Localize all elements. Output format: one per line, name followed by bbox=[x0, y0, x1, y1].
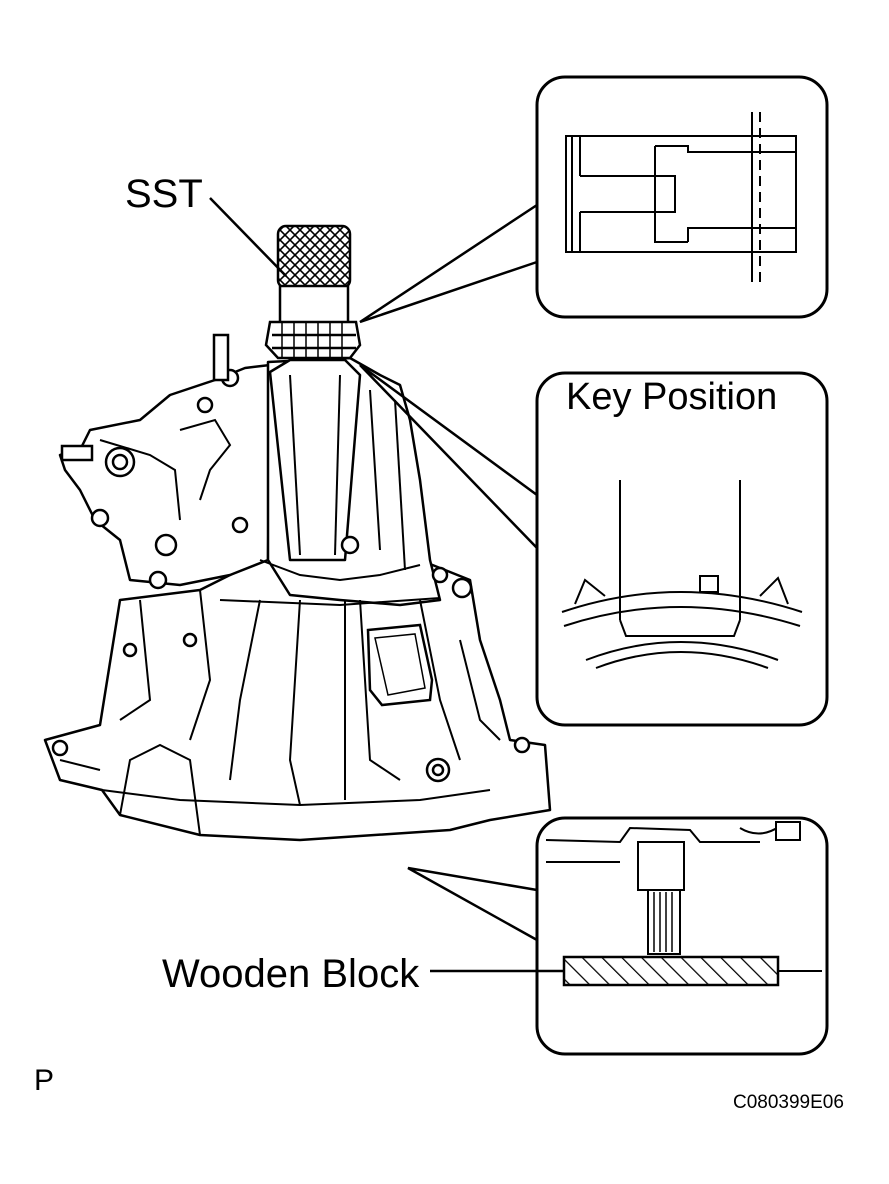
upper-left-case bbox=[58, 363, 272, 587]
inset-sst-detail bbox=[535, 75, 829, 319]
wooden-block-label: Wooden Block bbox=[162, 952, 420, 996]
figure-code-label: C080399E06 bbox=[733, 1092, 844, 1113]
inset-block-detail bbox=[545, 821, 822, 987]
transmission-case bbox=[43, 356, 552, 842]
sst-tool bbox=[264, 224, 362, 360]
inset-key-detail bbox=[561, 480, 803, 669]
inset-sst-cross-section bbox=[565, 112, 797, 282]
wooden-block-shape bbox=[562, 955, 780, 987]
housing-window bbox=[366, 623, 434, 707]
side-pins bbox=[60, 333, 230, 462]
inset-2-callout bbox=[359, 363, 538, 549]
bolt-bosses bbox=[51, 368, 531, 783]
sst-knurled-grip bbox=[276, 224, 352, 290]
inset-1-callout bbox=[359, 203, 538, 324]
sst-gear-ring bbox=[264, 320, 362, 360]
inset-3-callout bbox=[407, 866, 538, 942]
key-position-label: Key Position bbox=[566, 376, 778, 418]
sst-leader bbox=[209, 197, 287, 277]
inset-key-position bbox=[535, 371, 829, 727]
corner-mark-label: P bbox=[34, 1064, 55, 1097]
sst-body bbox=[278, 284, 350, 326]
block-shaft bbox=[637, 841, 685, 891]
leader-lines bbox=[209, 197, 564, 973]
sst-label: SST bbox=[125, 172, 203, 216]
case-detail-lines bbox=[59, 374, 501, 836]
inset-wooden-block bbox=[535, 816, 829, 1056]
